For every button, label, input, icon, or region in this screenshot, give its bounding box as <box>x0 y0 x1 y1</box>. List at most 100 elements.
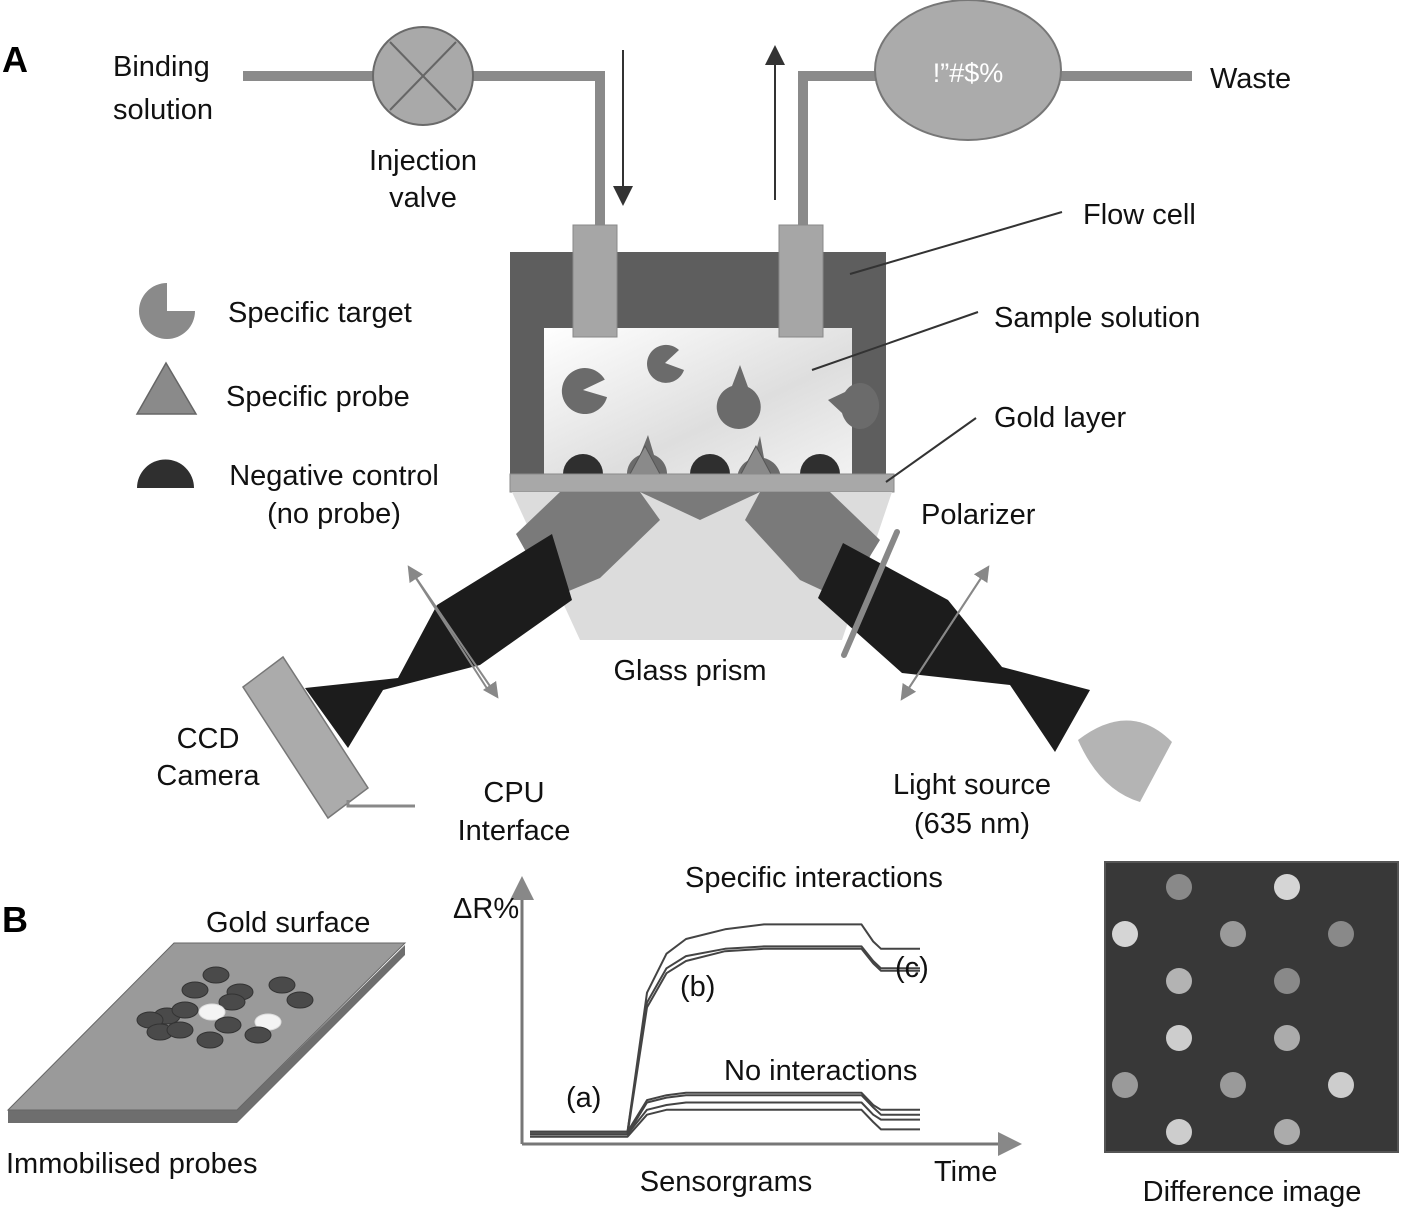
sample-solution-label: Sample solution <box>994 302 1200 334</box>
outlet-tube <box>798 71 1192 225</box>
injection-valve-icon <box>372 26 474 126</box>
sensorgram-line-3 <box>530 947 920 1136</box>
target-molecule <box>561 368 608 414</box>
immobilised-probe-array <box>136 966 314 1049</box>
immobilised-probes-label: Immobilised probes <box>6 1148 257 1180</box>
difference-spot <box>1274 1025 1300 1051</box>
probe-dot <box>171 1001 199 1019</box>
target-molecule <box>828 382 880 429</box>
legend-specific-target-label: Specific target <box>228 297 412 329</box>
sensorgram-line-6 <box>530 1101 920 1136</box>
x-axis-label: Time <box>934 1156 997 1188</box>
injection-valve-label-line1: Injection <box>369 145 477 177</box>
light-beam <box>305 492 1090 752</box>
outlet-port <box>778 224 824 338</box>
specific-interactions-label: Specific interactions <box>685 862 943 894</box>
sensorgram-chart <box>510 876 1022 1156</box>
injection-valve-label-line2: valve <box>389 182 457 214</box>
legend-specific-probe-label: Specific probe <box>226 381 410 413</box>
triangle-probe-icon <box>135 361 198 415</box>
polarizer-icon <box>841 529 900 658</box>
dome-control-icon <box>137 459 194 488</box>
bound-probe-dot <box>198 1003 226 1021</box>
gold-layer-leader <box>885 417 977 483</box>
polarizer-label: Polarizer <box>921 499 1036 531</box>
pump-label: !”#$% <box>933 58 1004 88</box>
difference-image-label: Difference image <box>1143 1176 1362 1208</box>
binding-solution-label-line2: solution <box>113 94 213 126</box>
difference-spot <box>1166 1119 1192 1145</box>
sample-solution-leader <box>811 311 979 371</box>
difference-spot <box>1220 1072 1246 1098</box>
inlet-port <box>572 224 618 338</box>
probe-dot <box>286 991 314 1009</box>
legend-negative-control-label-line2: (no probe) <box>267 498 401 530</box>
difference-spot <box>1328 921 1354 947</box>
pump-icon <box>874 0 1062 141</box>
negative-control <box>563 454 603 474</box>
waste-label: Waste <box>1210 63 1291 95</box>
probe-dot <box>218 993 246 1011</box>
sensorgram-series <box>530 923 920 1138</box>
probe-dot <box>244 1026 272 1044</box>
legend-negative-control-label-line1: Negative control <box>229 460 439 492</box>
gold-layer-label: Gold layer <box>994 402 1127 434</box>
gold-surface-label: Gold surface <box>206 907 370 939</box>
probe-dot <box>196 1031 224 1049</box>
difference-spot <box>1274 968 1300 994</box>
glass-prism-label: Glass prism <box>613 655 766 687</box>
inlet-tube <box>243 71 605 225</box>
cpu-interface-label-line2: Interface <box>458 815 571 847</box>
difference-spot <box>1166 1025 1192 1051</box>
difference-spot <box>1274 1119 1300 1145</box>
lens-left-arrow <box>411 571 499 699</box>
negative-control <box>800 454 840 474</box>
difference-spot <box>1166 968 1192 994</box>
probes-and-controls <box>563 444 840 475</box>
difference-spot <box>1166 874 1192 900</box>
flow-cell-leader <box>849 211 1063 275</box>
gold-layer <box>509 473 895 493</box>
ccd-camera-label-line1: CCD <box>177 723 240 755</box>
annotation-c: (c) <box>895 952 929 984</box>
no-interactions-label: No interactions <box>724 1055 917 1087</box>
legend: Specific target Specific probe Negative … <box>135 283 439 530</box>
negative-control <box>690 454 730 474</box>
sensorgram-line-4 <box>530 1091 920 1133</box>
sensorgram-line-5 <box>530 1094 920 1136</box>
ccd-camera-icon <box>241 655 415 820</box>
probe-dot <box>181 981 209 999</box>
difference-spot <box>1112 1072 1138 1098</box>
difference-spot <box>1328 1072 1354 1098</box>
difference-spot <box>1220 921 1246 947</box>
annotation-a: (a) <box>566 1082 601 1114</box>
probe-dot <box>166 1021 194 1039</box>
binding-solution-label-line1: Binding <box>113 51 210 83</box>
flow-cell-label: Flow cell <box>1083 199 1196 231</box>
lens-right-arrow <box>904 565 990 695</box>
light-source-label-line2: (635 nm) <box>914 808 1030 840</box>
panel-b-label: B <box>2 899 28 940</box>
difference-spot <box>1112 921 1138 947</box>
gold-surface-slab <box>6 942 407 1123</box>
pacman-target-icon <box>139 283 195 339</box>
probe-dot <box>214 1016 242 1034</box>
annotation-b: (b) <box>680 971 715 1003</box>
sensorgram-line-2 <box>530 945 920 1133</box>
panel-a-label: A <box>2 39 28 80</box>
y-axis-label: ΔR% <box>453 893 519 925</box>
difference-spot <box>1274 874 1300 900</box>
light-source-label-line1: Light source <box>893 769 1051 801</box>
difference-image <box>1104 861 1399 1153</box>
flow-cell <box>510 224 886 474</box>
cpu-interface-label-line1: CPU <box>483 777 544 809</box>
target-molecule <box>647 344 684 383</box>
difference-image-spots <box>1112 874 1354 1145</box>
probe-dot <box>268 976 296 994</box>
sensorgram-line-7 <box>530 1108 920 1138</box>
light-source-icon <box>1078 720 1172 802</box>
probe-dot <box>202 966 230 984</box>
sensorgram-caption: Sensorgrams <box>640 1166 812 1198</box>
ccd-camera-label-line2: Camera <box>156 760 260 792</box>
